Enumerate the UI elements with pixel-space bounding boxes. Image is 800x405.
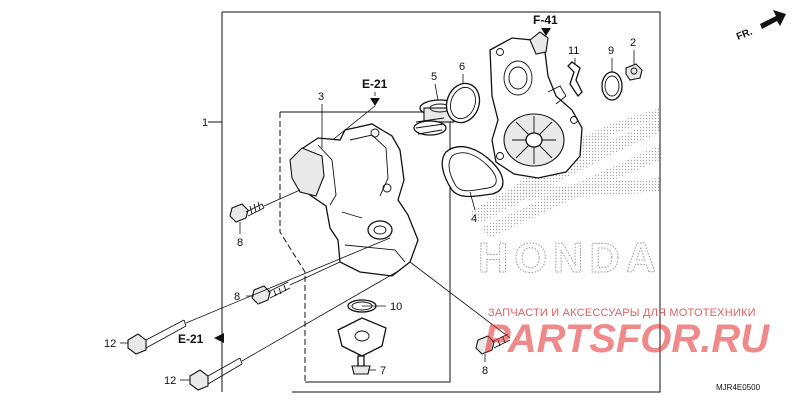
part-7-bolt[interactable] (351, 355, 371, 375)
part-12-long-bolt-lower[interactable] (189, 357, 243, 391)
callout-1[interactable]: 1 (202, 117, 208, 129)
leader-lines (120, 50, 635, 381)
water-pump-housing[interactable] (489, 31, 583, 179)
part-11-clip[interactable] (567, 61, 583, 98)
callout-4[interactable]: 4 (471, 213, 477, 225)
brand-mark: HONDA (478, 234, 662, 281)
callout-8-upper[interactable]: 8 (237, 237, 243, 249)
diagram-code: MJR4E0500 (716, 383, 761, 392)
reference-e21-top[interactable]: E-21 (362, 77, 388, 91)
part-8-bolt-upper[interactable] (229, 201, 265, 223)
reference-arrow-icon (370, 98, 380, 106)
callout-10[interactable]: 10 (390, 301, 402, 313)
reference-f41[interactable]: F-41 (533, 13, 558, 27)
callout-11[interactable]: 11 (568, 45, 579, 57)
front-direction-indicator: FR. (735, 10, 786, 43)
front-arrow-icon (760, 10, 786, 29)
assembly-frame (208, 11, 661, 393)
part-9-o-ring[interactable] (601, 71, 623, 101)
part-2-collar[interactable] (625, 63, 643, 81)
part-3-pump-cover[interactable] (289, 123, 419, 277)
reference-e21-bottom[interactable]: E-21 (178, 332, 204, 346)
callout-12-lower[interactable]: 12 (164, 375, 176, 387)
callout-12-upper[interactable]: 12 (104, 338, 116, 350)
part-8-bolt-middle[interactable] (251, 281, 291, 305)
callout-2[interactable]: 2 (630, 37, 636, 49)
watermark-logo: PARTSFOR.RU (484, 317, 770, 361)
callout-8-middle[interactable]: 8 (234, 291, 240, 303)
callout-7[interactable]: 7 (380, 365, 386, 377)
callout-6[interactable]: 6 (459, 61, 465, 73)
callout-5[interactable]: 5 (431, 71, 437, 83)
part-8-bolt-lower[interactable] (475, 333, 511, 355)
callout-9[interactable]: 9 (608, 45, 614, 57)
part-4-gasket[interactable] (441, 146, 504, 198)
watermark-caption: ЗАПЧАСТИ И АКСЕССУАРЫ ДЛЯ МОТОТЕХНИКИ (488, 307, 756, 319)
callout-3[interactable]: 3 (318, 91, 324, 103)
cover-group-outline (279, 111, 451, 383)
reference-arrow-icon (214, 333, 224, 343)
part-cover-plate[interactable] (337, 317, 387, 357)
part-12-long-bolt-upper[interactable] (127, 319, 187, 355)
reference-arrow-icon (541, 28, 551, 36)
part-6-o-ring[interactable] (441, 79, 485, 128)
callout-8-lower[interactable]: 8 (482, 365, 488, 377)
direction-label: FR. (735, 26, 754, 42)
